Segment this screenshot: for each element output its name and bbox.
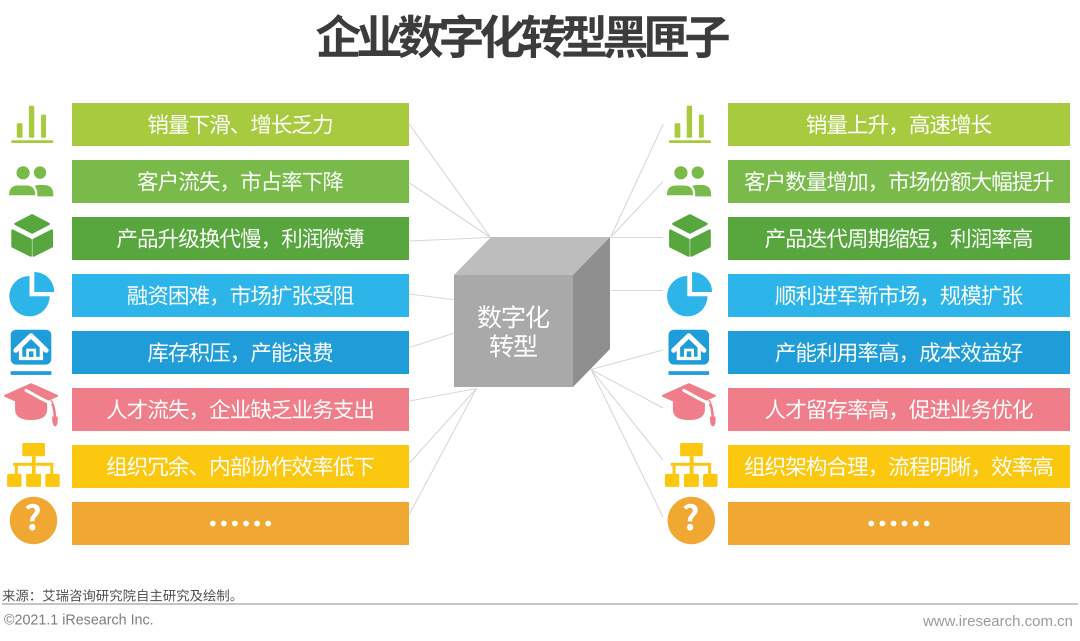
svg-text:©2021.1 iResearch Inc.: ©2021.1 iResearch Inc. <box>4 613 154 629</box>
svg-text:www.iresearch.com.cn: www.iresearch.com.cn <box>922 613 1073 630</box>
